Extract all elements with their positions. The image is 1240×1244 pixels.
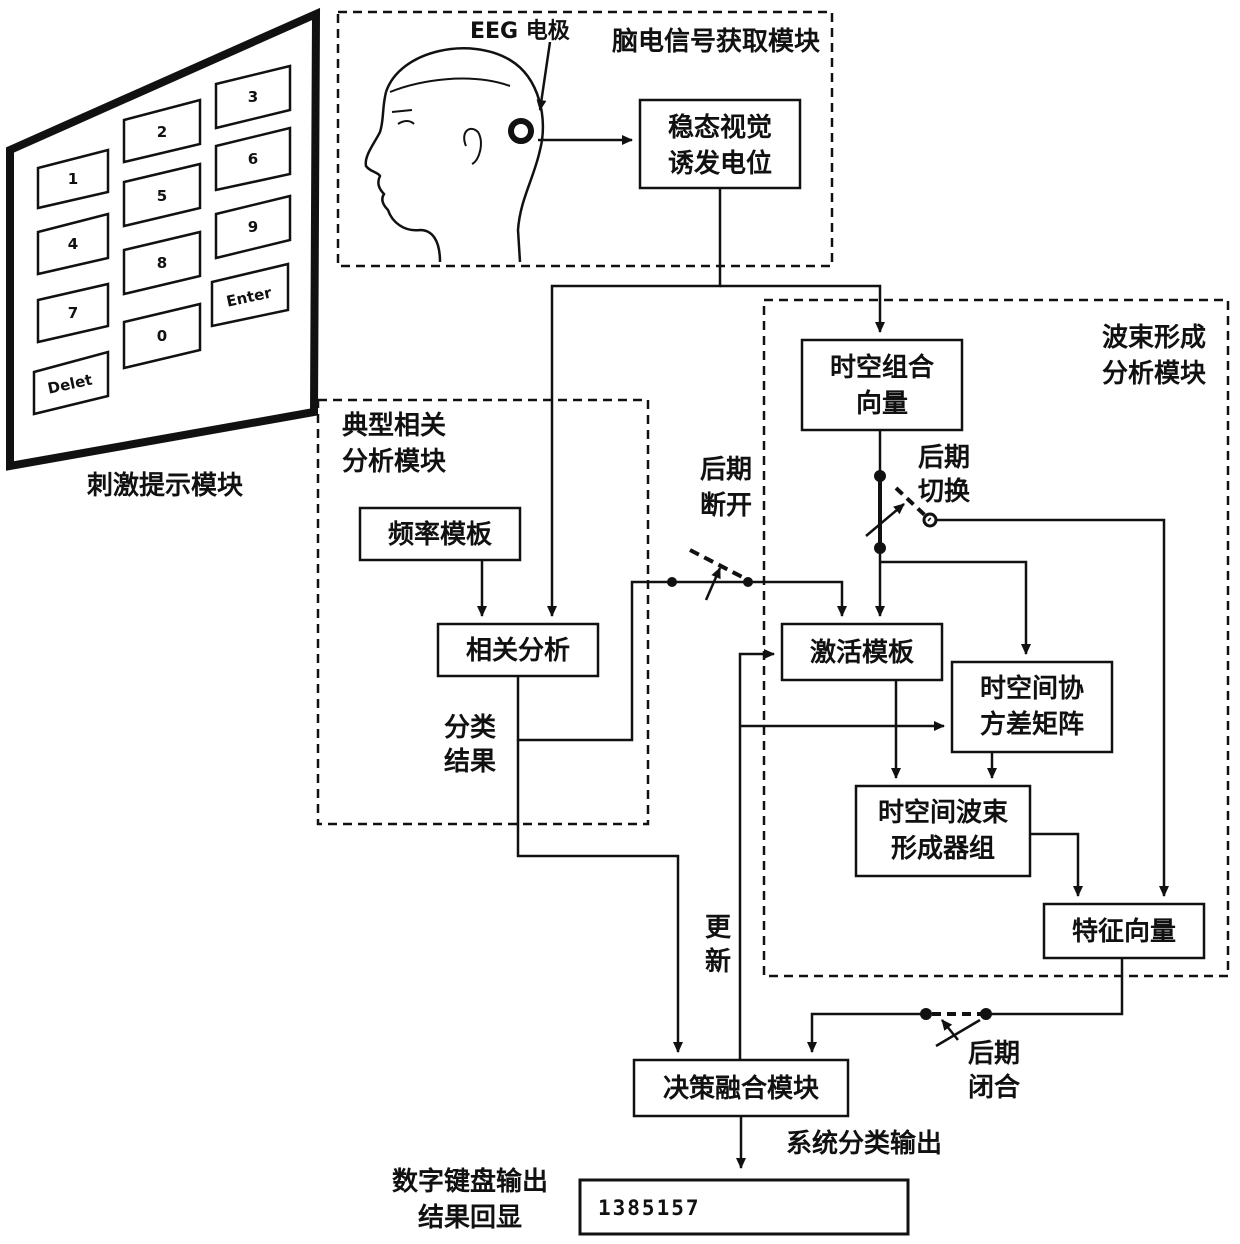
- activation-template-box: 激活模板: [782, 624, 942, 680]
- correlation-analysis-box: 相关分析: [438, 624, 598, 676]
- covariance-matrix-box: 时空间协 方差矩阵: [952, 662, 1112, 752]
- svg-text:激活模板: 激活模板: [810, 637, 914, 668]
- svg-text:时空间协: 时空间协: [980, 673, 1084, 704]
- svg-text:结果回显: 结果回显: [418, 1203, 522, 1233]
- eeg-electrode-icon: [511, 121, 531, 141]
- svg-text:分析模块: 分析模块: [1102, 359, 1206, 389]
- svg-text:相关分析: 相关分析: [466, 636, 570, 666]
- svg-text:向量: 向量: [856, 388, 908, 419]
- cca-module-title: 典型相关: [342, 411, 446, 441]
- stimulus-keypad: 1 2 3 4 5 6 7 8: [10, 14, 316, 466]
- key-label: 4: [68, 235, 78, 253]
- key-label: 2: [157, 123, 167, 141]
- wire-feature-to-close-switch: [988, 958, 1122, 1014]
- wire-switch-to-activation: [748, 582, 842, 616]
- svg-text:时空组合: 时空组合: [830, 352, 935, 383]
- svg-text:稳态视觉: 稳态视觉: [668, 112, 772, 143]
- stimulus-module-caption: 刺激提示模块: [87, 470, 243, 501]
- key-label: 3: [248, 88, 258, 106]
- key-label: 8: [157, 254, 167, 272]
- acquisition-module-title: 脑电信号获取模块: [612, 27, 820, 57]
- svg-text:结果: 结果: [444, 747, 496, 777]
- feature-vector-box: 特征向量: [1044, 904, 1204, 958]
- key-label: 1: [68, 170, 78, 188]
- display-label: 数字键盘输出: [392, 1166, 548, 1197]
- svg-text:断开: 断开: [700, 490, 752, 521]
- svg-text:特征向量: 特征向量: [1072, 916, 1176, 947]
- electrode-pointer-arrow: [540, 42, 550, 110]
- key-label: 7: [68, 304, 78, 322]
- output-display-value: 1385157: [598, 1196, 701, 1220]
- spatiotemporal-vector-box: 时空组合 向量: [802, 340, 962, 430]
- svg-text:切换: 切换: [918, 477, 971, 507]
- wire-result-to-fusion: [518, 740, 678, 1052]
- wire-update-to-activation: [740, 654, 774, 1060]
- svg-text:分析模块: 分析模块: [342, 447, 446, 477]
- svg-text:诱发电位: 诱发电位: [668, 148, 772, 179]
- key-label: 9: [248, 218, 258, 236]
- key-label: 5: [157, 187, 167, 205]
- svg-text:闭合: 闭合: [968, 1072, 1021, 1103]
- wire-beamformer-to-feature: [1030, 834, 1078, 896]
- eeg-electrode-label: EEG 电极: [470, 19, 571, 44]
- key-label: 6: [248, 150, 258, 168]
- svg-text:新: 新: [705, 946, 731, 977]
- update-label: 更: [705, 913, 732, 943]
- key-label: 0: [157, 327, 167, 345]
- switch-open-blade: [690, 550, 748, 580]
- switch-changeover-label: 后期: [918, 443, 970, 473]
- classification-result-label: 分类: [444, 713, 496, 743]
- wire-ssvep-to-st-vector: [720, 286, 880, 332]
- svg-text:形成器组: 形成器组: [891, 833, 995, 864]
- switch-changeover-actuator-arrow: [866, 504, 904, 536]
- beamformer-group-box: 时空间波束 形成器组: [856, 786, 1030, 876]
- decision-fusion-box: 决策融合模块: [634, 1060, 848, 1116]
- switch-close-label: 后期: [968, 1039, 1020, 1069]
- svg-text:频率模板: 频率模板: [388, 519, 492, 550]
- switch-open-label: 后期: [700, 455, 752, 485]
- output-display-field[interactable]: 1385157: [580, 1180, 908, 1234]
- beamforming-module-title: 波束形成: [1102, 322, 1206, 353]
- wire-close-switch-to-fusion: [812, 1014, 926, 1052]
- switch-open-actuator-arrow: [706, 568, 720, 600]
- svg-text:决策融合模块: 决策融合模块: [663, 1073, 819, 1104]
- frequency-template-box: 频率模板: [360, 508, 520, 560]
- head-profile-icon: [366, 48, 543, 262]
- system-output-label: 系统分类输出: [786, 1128, 942, 1159]
- svg-text:方差矩阵: 方差矩阵: [980, 709, 1084, 740]
- svg-text:时空间波束: 时空间波束: [878, 797, 1009, 828]
- ssvep-box: 稳态视觉 诱发电位: [640, 100, 800, 188]
